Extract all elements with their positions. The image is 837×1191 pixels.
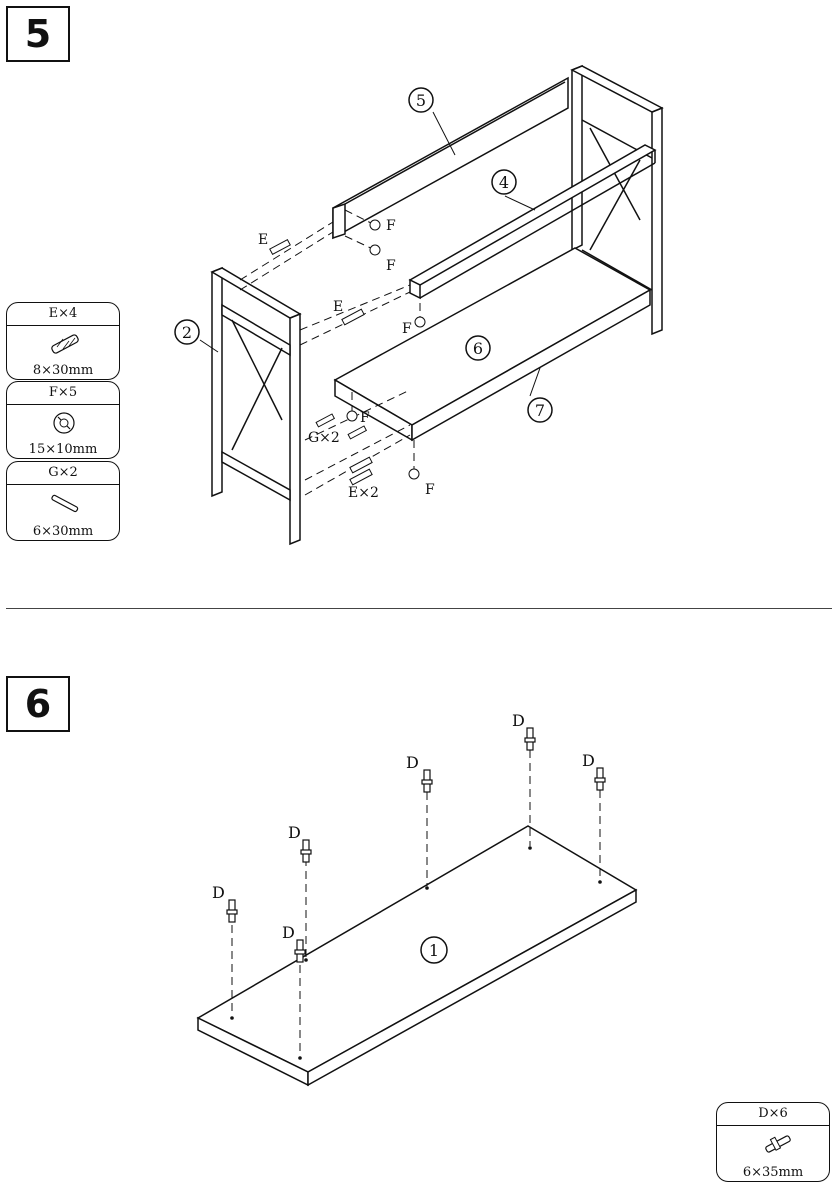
- label-f-1: F: [386, 218, 396, 234]
- callout-circle-4: [491, 169, 517, 195]
- hardware-code: G×2: [7, 462, 119, 485]
- callout-1: 1: [429, 941, 439, 960]
- hardware-size: 6×30mm: [32, 524, 94, 539]
- callout-circle-1: [420, 936, 448, 964]
- label-f-2: F: [386, 258, 396, 274]
- dowel-icon: [51, 334, 79, 354]
- hardware-card-e: E×4 8×30mm: [6, 302, 120, 380]
- back-panel: [332, 76, 569, 240]
- panel-holes: [230, 846, 602, 1060]
- hardware-size: 6×35mm: [742, 1165, 804, 1180]
- bolt-guide-lines: [231, 750, 601, 1056]
- hardware-code: D×6: [717, 1103, 829, 1126]
- callout-circle-5: [408, 87, 434, 113]
- hardware-code: F×5: [7, 382, 119, 405]
- callout-2: 2: [182, 323, 192, 342]
- bottom-shelf: [333, 247, 652, 442]
- callout-4: 4: [499, 173, 509, 192]
- label-d-1: D: [212, 883, 225, 902]
- left-side-frame: [210, 266, 302, 546]
- hardware-size: 15×10mm: [28, 442, 98, 457]
- label-f-5: F: [425, 482, 435, 498]
- label-d-2: D: [282, 923, 295, 942]
- hardware-card-f: F×5 15×10mm: [6, 381, 120, 459]
- label-e-x2: E×2: [348, 485, 379, 501]
- label-d-5: D: [512, 711, 525, 730]
- step-5-number: 5: [6, 6, 70, 62]
- label-f-4: F: [360, 410, 370, 426]
- table-top-panel: [196, 825, 638, 1087]
- step-6-number: 6: [6, 676, 70, 732]
- callout-circle-7: [527, 397, 553, 423]
- label-d-6: D: [582, 751, 595, 770]
- cross-rail: [408, 144, 657, 300]
- cam-bolts: [226, 727, 606, 963]
- small-dowel-icon: [51, 494, 79, 513]
- callout-leaders: [199, 111, 541, 397]
- step-6-diagram: 1 D D D D D D: [196, 711, 638, 1087]
- hardware-code: E×4: [7, 303, 119, 326]
- callout-7: 7: [535, 401, 545, 420]
- callout-6: 6: [473, 339, 483, 358]
- step-5-diagram: 5 4 2 6 7 E E F F F F F G×2 E×2: [174, 64, 664, 546]
- section-divider: [6, 608, 832, 609]
- label-e-top: E: [258, 232, 268, 248]
- label-g-x2: G×2: [308, 430, 340, 446]
- label-d-3: D: [288, 823, 301, 842]
- label-f-3: F: [402, 321, 412, 337]
- hardware-card-d: D×6 6×35mm: [716, 1102, 830, 1182]
- callout-circle-2: [174, 319, 200, 345]
- hardware-size: 8×30mm: [32, 363, 94, 378]
- cam-lock-icon: [53, 412, 75, 434]
- callout-circle-6: [465, 335, 491, 361]
- callout-5: 5: [416, 91, 426, 110]
- hardware-card-g: G×2 6×30mm: [6, 461, 120, 541]
- cam-bolt-icon: [765, 1135, 791, 1153]
- label-e-middle: E: [333, 299, 343, 315]
- label-d-4: D: [406, 753, 419, 772]
- assembly-guide-lines: [239, 209, 421, 496]
- hardware-markers: [269, 219, 426, 486]
